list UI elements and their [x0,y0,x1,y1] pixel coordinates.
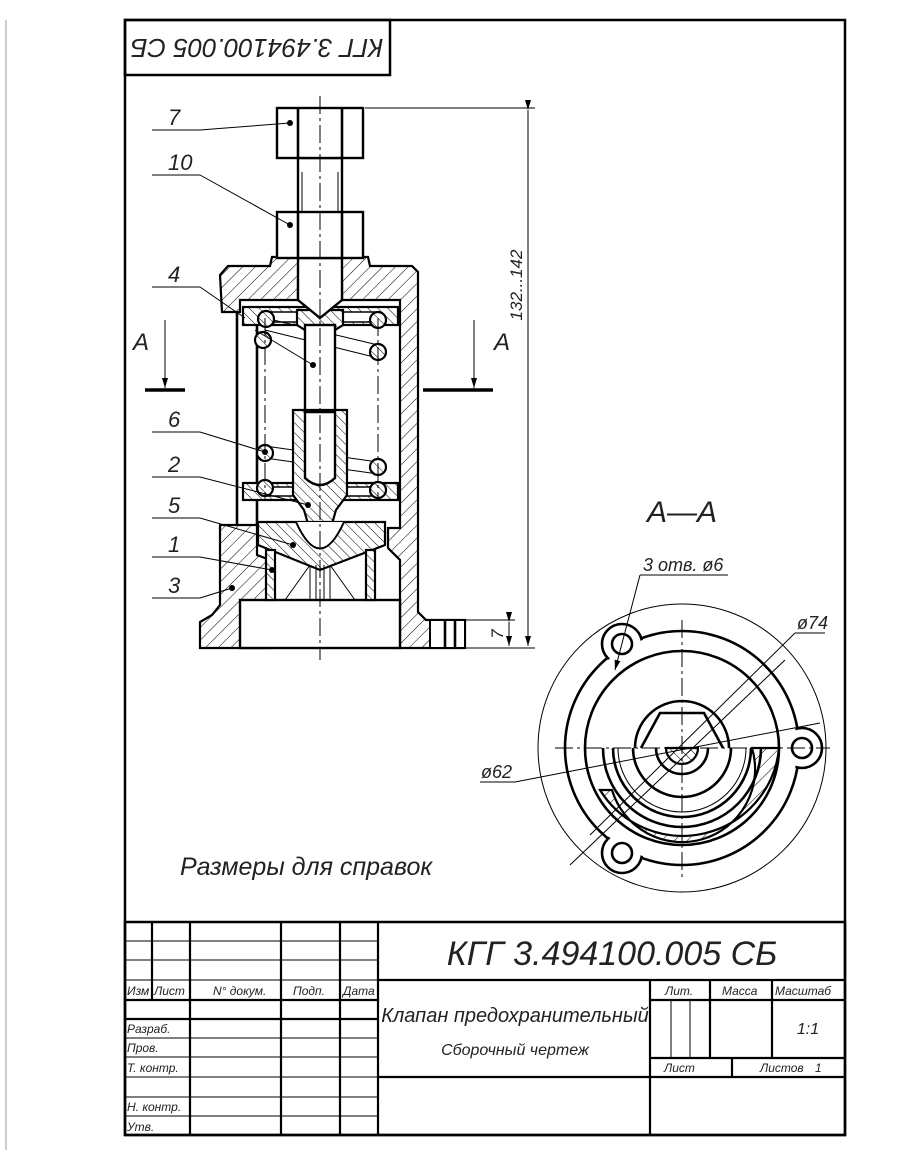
section-marker-left: А [131,320,185,392]
role-checker: Пров. [127,1041,159,1055]
header-list: Лист [153,984,185,998]
top-stamp: КГГ 3.494100.005 СБ [123,18,392,77]
header-date: Дата [341,984,375,998]
role-tech-control: Т. контр. [127,1061,179,1075]
stamp-code: КГГ 3.494100.005 СБ [131,33,384,63]
svg-text:А: А [492,329,510,356]
product-name: Клапан предохранительный [381,1005,649,1027]
svg-text:А: А [131,329,149,356]
ring-right [364,548,377,602]
main-section-view: 7 10 4 6 2 5 1 3 [131,96,535,660]
mass-label: Масса [722,984,758,998]
document-type: Сборочный чертеж [441,1042,590,1059]
section-a-a-view: А—А [480,496,830,893]
svg-text:7: 7 [488,629,507,639]
callout-3: 3 [168,573,181,598]
bolt-circle-dimension: ø62 [481,762,512,782]
section-title: А—А [645,496,717,529]
section-marker-right: А [423,320,510,392]
height-dimension: 132...142 [365,100,535,649]
callout-4: 4 [168,262,180,287]
bolt-hole [610,632,634,656]
designation: КГГ 3.494100.005 СБ [447,935,778,973]
sheets-value: 1 [815,1061,822,1075]
holes-dimension: 3 отв. ø6 [643,555,724,575]
reference-note: Размеры для справок [180,853,433,881]
part-callouts: 7 10 4 6 2 5 1 3 [152,105,316,599]
callout-2: 2 [167,452,180,477]
callout-5: 5 [168,493,181,518]
title-block: КГГ 3.494100.005 СБ Клапан предохранител… [123,920,847,1137]
scale-label: Масштаб [775,984,832,998]
role-developer: Разраб. [127,1022,170,1036]
sheet-label: Лист [663,1061,695,1075]
role-approved: Утв. [126,1120,154,1134]
sheets-label: Листов [759,1061,804,1075]
outer-diameter-dimension: ø74 [797,613,828,633]
flange-dimension: 7 [465,612,515,646]
ring-left [264,548,277,602]
callout-6: 6 [168,407,181,432]
callout-10: 10 [168,150,193,175]
bolt-hole [610,841,634,865]
callout-1: 1 [168,532,180,557]
header-izm: Изм [127,984,149,998]
role-norm-control: Н. контр. [127,1100,181,1114]
callout-7: 7 [168,105,181,130]
svg-text:132...142: 132...142 [507,249,526,320]
lit-label: Лит. [664,984,693,998]
scale-value: 1:1 [797,1021,819,1038]
header-doc-no: N° докум. [213,984,266,998]
header-sign: Подп. [293,984,325,998]
